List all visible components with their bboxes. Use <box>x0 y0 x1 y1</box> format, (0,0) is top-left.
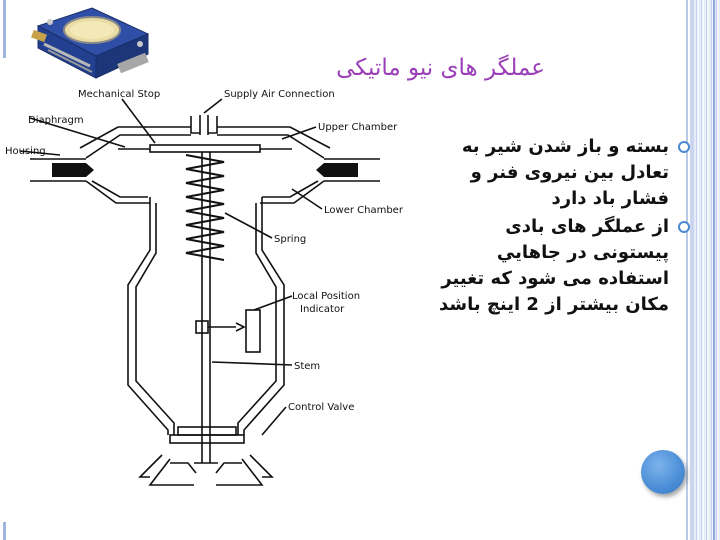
label-lower-chamber: Lower Chamber <box>324 205 404 216</box>
slide-title: عملگر های نیو ماتیکی <box>336 55 545 81</box>
bullet-list: بسته و باز شدن شير به تعادل بين نيروی فن… <box>428 134 690 318</box>
circle-decoration <box>641 450 685 494</box>
bullet-marker-icon <box>678 141 690 153</box>
label-upper-chamber: Upper Chamber <box>318 122 398 133</box>
label-local-position: Local Position <box>292 291 360 302</box>
bullet-item: از عملگر های بادی پيستونی در جاهايي استف… <box>428 214 690 318</box>
border-stripe <box>686 0 688 540</box>
bullet-item: بسته و باز شدن شير به تعادل بين نيروی فن… <box>428 134 690 212</box>
label-housing: Housing <box>5 146 46 157</box>
left-accent-bar <box>3 0 6 58</box>
bullet-marker-icon <box>678 221 690 233</box>
label-stem: Stem <box>294 361 320 372</box>
bullet-text: بسته و باز شدن شير به تعادل بين نيروی فن… <box>461 136 669 209</box>
label-mechanical-stop: Mechanical Stop <box>78 89 160 100</box>
label-spring: Spring <box>274 234 306 245</box>
valve-photo <box>31 7 150 79</box>
spring-coil <box>185 154 225 261</box>
border-stripe <box>713 0 715 540</box>
label-indicator: Indicator <box>300 304 345 315</box>
label-control-valve: Control Valve <box>288 402 354 413</box>
label-diaphragm: Diaphragm <box>28 115 84 126</box>
actuator-diagram: Mechanical Stop Supply Air Connection Di… <box>5 89 404 486</box>
bullet-text: از عملگر های بادی پيستونی در جاهايي استف… <box>439 216 669 315</box>
border-stripe <box>690 0 694 540</box>
border-stripe <box>694 0 720 540</box>
left-accent-bar <box>3 522 6 540</box>
label-supply-air: Supply Air Connection <box>224 89 335 100</box>
